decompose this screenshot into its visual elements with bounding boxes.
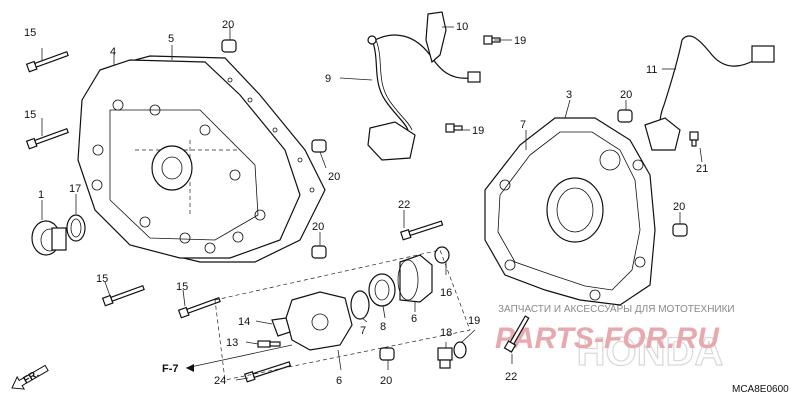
part-8-seal: [350, 290, 370, 320]
callout-14: 14: [238, 316, 250, 328]
part-18-plug: [437, 347, 453, 369]
callout-20-a: 20: [222, 19, 234, 31]
callout-4: 4: [110, 46, 116, 58]
callout-13: 13: [226, 337, 238, 349]
callout-7: 6: [411, 313, 417, 325]
callout-22: 21: [696, 163, 708, 175]
callout-5: 5: [168, 33, 174, 45]
callout-20-d: 20: [620, 89, 632, 101]
callout-12: 11: [646, 64, 657, 76]
part-4-front-cover: [77, 59, 301, 259]
callout-3: 3: [566, 89, 572, 101]
callout-8: 7: [360, 325, 366, 337]
reference-arrow: [186, 364, 194, 372]
callout-15-b: 15: [24, 109, 36, 121]
bolt-15-group: [25, 50, 221, 319]
callout-6: 6: [336, 375, 342, 387]
callout-23-a: 22: [398, 199, 410, 211]
part-19-washer: [453, 341, 467, 359]
part-7-gear: [399, 254, 433, 303]
part-6-housing: [285, 291, 353, 351]
callout-11: 10: [456, 21, 468, 33]
watermark-brand: PARTS-FOR.RU: [495, 322, 720, 355]
watermark-text: ЗАПЧАСТИ И АКСЕССУАРЫ ДЛЯ МОТОТЕХНИКИ: [498, 304, 735, 315]
part-10-sensor: [367, 34, 481, 161]
callout-20-b: 20: [328, 171, 340, 183]
callout-23-b: 22: [505, 371, 517, 383]
part-17-o-ring: [66, 214, 86, 242]
drawing-code: MCA8E0600: [732, 384, 789, 395]
callout-17: 17: [69, 183, 81, 195]
part-11-clamp: [425, 11, 447, 64]
callout-24: 24: [214, 375, 226, 387]
callout-20-c: 20: [312, 221, 324, 233]
callout-15-d: 15: [176, 281, 188, 293]
part-12-sensor: [644, 35, 775, 151]
callout-labels: 15 15 15 15 4 5 20 1 17 20 20 9 10 19 19…: [24, 19, 708, 387]
watermark: HONDA ЗАПЧАСТИ И АКСЕССУАРЫ ДЛЯ МОТОТЕХН…: [495, 304, 735, 375]
part-16-nut: [434, 246, 450, 264]
callout-8-cover: 7: [520, 119, 526, 131]
callout-18: 18: [440, 327, 452, 339]
callout-15-c: 15: [96, 273, 108, 285]
reference-label: F-7: [162, 363, 179, 375]
part-9-bearing: [368, 273, 396, 307]
pump-assembly: [214, 246, 471, 383]
part-1-filler-cap: [31, 220, 67, 256]
callout-9: 8: [380, 321, 386, 333]
part-14-clip: [271, 317, 291, 337]
leader-lines: [41, 26, 703, 381]
bolt-23-18-19-group: [400, 220, 530, 369]
callout-21-a: 19: [514, 35, 526, 47]
callout-10: 9: [325, 73, 331, 85]
callout-19: 19: [468, 315, 480, 327]
callout-20-f: 20: [380, 375, 392, 387]
front-direction-arrow: FR.: [11, 364, 49, 390]
dowel-20-group: [221, 39, 688, 361]
callout-16: 16: [440, 287, 452, 299]
callout-20-e: 20: [673, 201, 685, 213]
watermark-honda-logo: HONDA: [577, 330, 724, 374]
callout-1: 1: [38, 189, 44, 201]
callout-21-b: 19: [472, 125, 484, 137]
callout-15-a: 15: [24, 27, 36, 39]
part-3-rear-cover: [484, 117, 656, 306]
